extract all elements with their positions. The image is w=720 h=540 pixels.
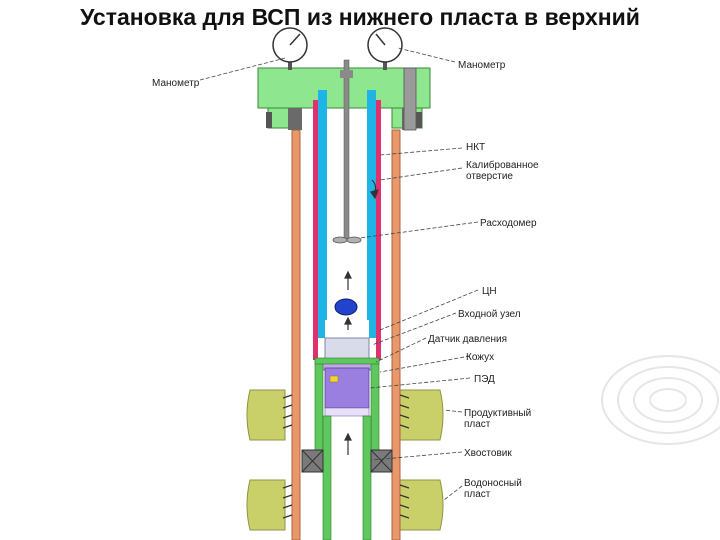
diagram-panel: [150, 30, 565, 540]
pump-wall-right: [376, 100, 381, 360]
label-aquifer-line1: Водоносный: [464, 478, 522, 489]
label-manometer-right: Манометр: [458, 60, 506, 71]
label-productive-line2: пласт: [464, 419, 491, 430]
perforation-arrows: [282, 394, 410, 519]
check-ball: [334, 298, 358, 316]
casing-left-wall: [291, 129, 301, 540]
pump-wall-left: [313, 100, 318, 360]
label-tail: Хвостовик: [464, 448, 512, 459]
motor-ped: [324, 367, 370, 409]
flowmeter-rod-cap: [340, 70, 353, 78]
label-motor: ПЭД: [474, 374, 495, 385]
slide-title: Установка для ВСП из нижнего пласта в ве…: [80, 4, 640, 30]
inlet-module: [324, 337, 370, 361]
tail-pipe: [322, 415, 372, 540]
manometer-right: [367, 27, 403, 70]
packer-right: [370, 449, 393, 473]
label-pump: ЦН: [482, 286, 497, 297]
flowmeter-impeller: [332, 236, 362, 244]
leader-lines: [199, 47, 479, 501]
label-calibrated-hole-line1: Калиброванное: [466, 159, 539, 171]
label-inlet: Входной узел: [458, 309, 521, 320]
flow-arrows: [344, 179, 379, 455]
label-calibrated-hole-line2: отверстие: [466, 171, 513, 182]
productive-formation: [246, 389, 444, 441]
motor-terminal: [329, 375, 339, 383]
aquifer-formation: [246, 479, 444, 531]
ripple-decoration: [601, 355, 720, 445]
label-flowmeter: Расходомер: [480, 218, 537, 229]
packer-left: [301, 449, 324, 473]
label-casing: Кожух: [466, 352, 494, 363]
tubing: [318, 90, 376, 338]
casing-right-wall: [391, 129, 401, 540]
motor-base: [324, 407, 370, 417]
flowmeter-rod: [343, 59, 350, 241]
label-productive-line1: Продуктивный: [464, 408, 531, 419]
label-nkt: НКТ: [466, 142, 485, 153]
label-aquifer-line2: пласт: [464, 489, 491, 500]
label-pressure-sensor: Датчик давления: [428, 334, 507, 345]
manometer-left: [272, 27, 308, 70]
label-manometer-left: Манометр: [152, 78, 200, 89]
